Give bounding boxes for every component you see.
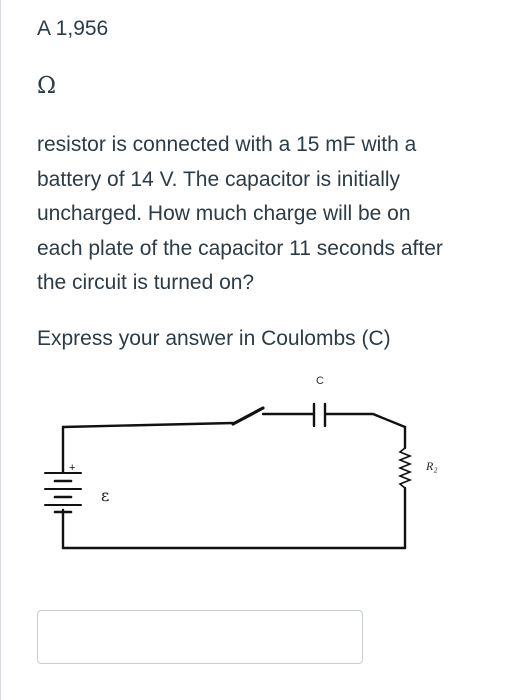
question-line: resistor is connected with a 15 mF with … [37,133,417,156]
switch-blade [231,406,265,426]
answer-instruction: Express your answer in Coulombs (C) [37,327,391,350]
capacitor-label: C [316,375,324,387]
question-line: battery of 14 V. The capacitor is initia… [37,167,401,191]
resistance-value-text: A 1,956 [37,17,109,40]
wire-capacitor-right [324,412,407,429]
question-line: uncharged. How much charge will be on [37,202,411,225]
battery-emf-label: ε [101,486,109,505]
question-line: each plate of the capacitor 11 seconds a… [37,236,443,260]
battery-plus-sign: + [69,462,75,474]
question-line: the circuit is turned on? [37,271,255,294]
answer-input[interactable] [37,610,363,664]
question-paragraph: resistor is connected with a 15 mF with … [37,128,497,301]
resistor-label: R₂ [425,459,438,473]
wire-top-left [61,421,235,429]
circuit-diagram: + C R₂ ε [44,375,438,550]
resistor-zigzag [397,447,413,489]
ohm-symbol: Ω [37,73,57,99]
